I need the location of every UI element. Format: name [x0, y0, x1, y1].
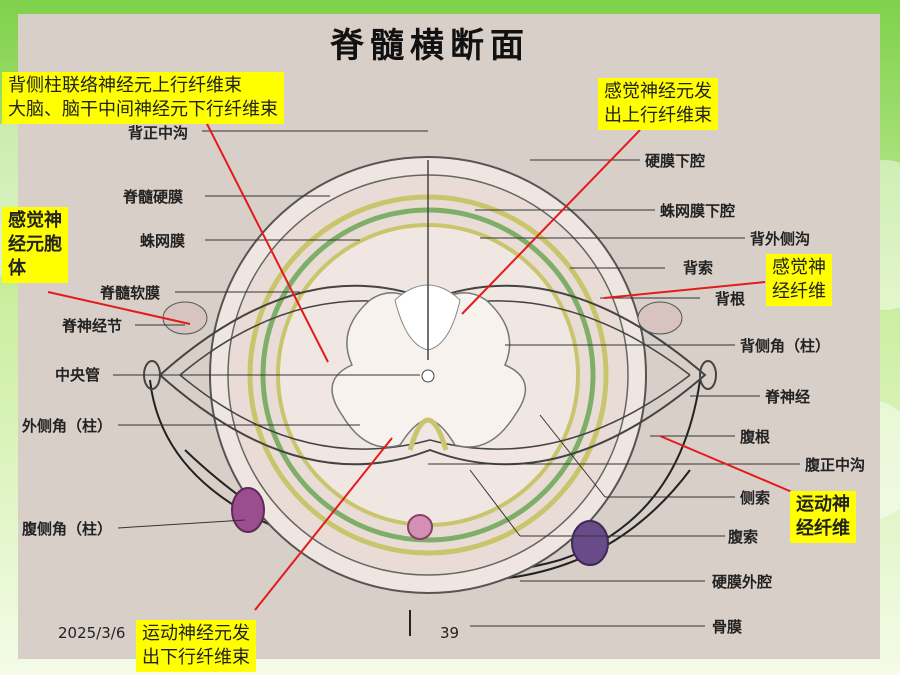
footer-page-number: 39 [440, 624, 460, 642]
label-dorsal-funiculus: 背索 [683, 259, 714, 277]
callout-bottom: 运动神经元发 出下行纤维束 [136, 620, 256, 672]
callout-bottom-line2: 出下行纤维束 [142, 647, 250, 668]
callout-right-line1: 感觉神 [772, 257, 826, 278]
callout-bottom-right-line1: 运动神 [796, 494, 850, 515]
footer-date: 2025/3/6 [58, 624, 126, 642]
label-spinal-dura: 脊髓硬膜 [123, 188, 184, 206]
callout-bottom-line1: 运动神经元发 [142, 623, 250, 644]
callout-top-right-line2: 出上行纤维束 [604, 105, 712, 126]
label-ventral-horn: 腹侧角（柱） [22, 520, 113, 538]
central-canal-mark [421, 369, 435, 383]
pointer-bottom [254, 437, 393, 611]
label-spinal-nerve: 脊神经 [765, 388, 811, 406]
callout-top-right-line1: 感觉神经元发 [604, 81, 712, 102]
label-ventral-funiculus: 腹索 [728, 528, 759, 546]
callout-left-line2: 经元胞 [8, 234, 62, 255]
spinal-nerve-right [699, 360, 717, 390]
label-dorsal-median-sulcus: 背正中沟 [128, 124, 189, 142]
label-lateral-funiculus: 侧索 [740, 489, 771, 507]
callout-top-left-line2: 大脑、脑干中间神经元下行纤维束 [8, 99, 278, 120]
label-arachnoid: 蛛网膜 [140, 232, 186, 250]
spinal-ganglion-right [637, 301, 683, 335]
ventral-root-line [179, 374, 691, 450]
callout-top-right: 感觉神经元发 出上行纤维束 [598, 78, 718, 130]
callout-bottom-right-line2: 经纤维 [796, 518, 850, 539]
pointer-bottom-right [659, 435, 793, 493]
label-epidural-space: 硬膜外腔 [712, 573, 773, 591]
pointer-right [603, 281, 766, 299]
callout-top-left-line1: 背侧柱联络神经元上行纤维束 [8, 75, 242, 96]
pointer-top-right [461, 129, 641, 315]
callout-bottom-right: 运动神 经纤维 [790, 491, 856, 543]
label-subdural-space: 硬膜下腔 [645, 152, 706, 170]
label-subarachnoid-space: 蛛网膜下腔 [660, 202, 736, 220]
label-spinal-pia: 脊髓软膜 [100, 284, 161, 302]
callout-left-line3: 体 [8, 258, 26, 279]
label-dorsolateral-sulcus: 背外侧沟 [750, 230, 811, 248]
ventral-fissure-band [407, 417, 449, 451]
vessel-center [407, 514, 433, 540]
pointer-left [47, 291, 191, 325]
label-central-canal: 中央管 [55, 366, 101, 384]
vessel-right [571, 520, 609, 566]
pointer-top-left [204, 119, 329, 363]
label-ventral-root: 腹根 [740, 428, 771, 446]
nerve-roots-outline [158, 284, 707, 466]
callout-left-line1: 感觉神 [8, 210, 62, 231]
callout-top-left: 背侧柱联络神经元上行纤维束 大脑、脑干中间神经元下行纤维束 [2, 72, 284, 124]
label-ventral-median-fissure: 腹正中沟 [805, 456, 866, 474]
spinal-ganglion-left [162, 301, 208, 335]
callout-right-line2: 经纤维 [772, 281, 826, 302]
label-spinal-ganglion: 脊神经节 [62, 317, 123, 335]
callout-right: 感觉神 经纤维 [766, 254, 832, 306]
label-dorsal-root: 背根 [715, 290, 746, 308]
vessel-left [231, 487, 265, 533]
label-periosteum: 骨膜 [712, 618, 743, 636]
callout-left: 感觉神 经元胞 体 [2, 207, 68, 283]
label-lateral-horn: 外侧角（柱） [22, 417, 113, 435]
page-title: 脊髓横断面 [330, 26, 530, 66]
label-dorsal-horn: 背侧角（柱） [740, 337, 831, 355]
